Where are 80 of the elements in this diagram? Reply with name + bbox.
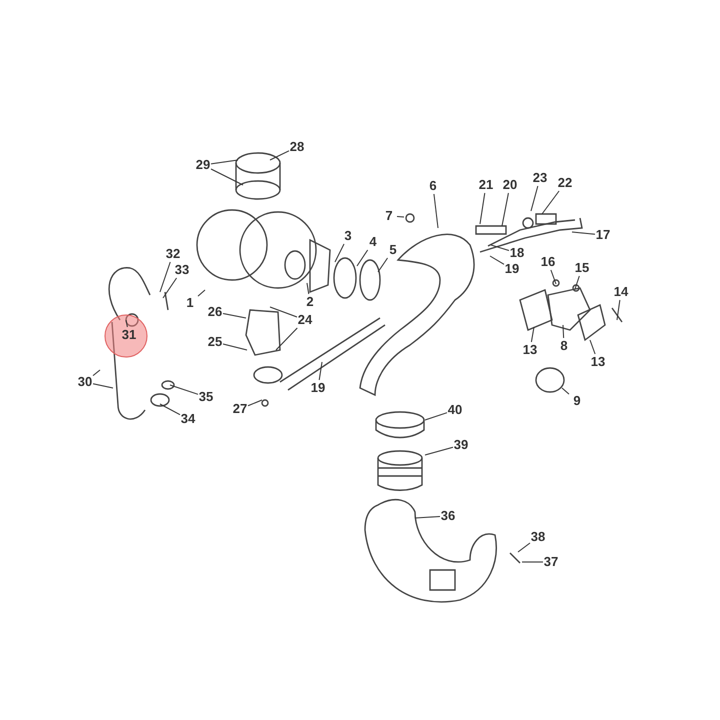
leader-line: [170, 384, 198, 395]
leader-line: [126, 320, 128, 328]
leader-line: [248, 400, 262, 406]
leader-line: [424, 412, 448, 420]
leader-line: [222, 344, 248, 350]
callout-number: 33: [174, 263, 190, 277]
leader-line: [550, 270, 556, 284]
callout-number: 21: [478, 178, 494, 192]
callout-number: 26: [208, 305, 222, 319]
leader-line: [414, 516, 440, 518]
callout-number: 32: [166, 247, 180, 261]
leader-line: [502, 192, 509, 226]
leader-line: [490, 244, 510, 252]
callout-number: 13: [522, 343, 538, 357]
leader-line: [574, 276, 580, 290]
leader-line: [270, 306, 298, 318]
leader-line: [562, 324, 564, 338]
callout-number: 16: [540, 255, 556, 269]
callout-number: 40: [448, 403, 462, 417]
callout-number: 14: [614, 285, 628, 299]
callout-number: 5: [389, 243, 397, 257]
leader-line: [396, 216, 404, 218]
leader-line: [616, 300, 620, 320]
leader-line: [480, 192, 486, 224]
leader-line: [160, 262, 171, 292]
leader-line: [530, 326, 534, 342]
callout-number: 7: [385, 209, 393, 223]
callout-number: 25: [208, 335, 222, 349]
leader-line: [160, 404, 180, 416]
callout-number: 20: [502, 178, 518, 192]
callout-number: 29: [196, 158, 210, 172]
callout-number: 2: [306, 295, 314, 309]
callout-number: 28: [290, 140, 304, 154]
callout-number: 9: [573, 394, 581, 408]
callout-number: 31: [122, 328, 136, 342]
callout-number: 27: [232, 402, 248, 416]
leader-line: [210, 160, 238, 164]
callout-number: 36: [440, 509, 456, 523]
leader-line: [356, 250, 368, 266]
leader-line: [530, 186, 538, 212]
callout-number: 22: [558, 176, 572, 190]
leader-line: [162, 278, 178, 298]
leader-line: [306, 282, 310, 294]
callout-number: 24: [298, 313, 312, 327]
leader-line: [198, 290, 206, 297]
callout-number: 15: [574, 261, 590, 275]
callout-number: 4: [369, 235, 377, 249]
leader-line: [490, 256, 504, 265]
leader-line: [433, 194, 438, 228]
callout-number: 23: [532, 171, 548, 185]
callout-number: 19: [504, 262, 520, 276]
leader-line: [572, 232, 596, 235]
callout-number: 30: [78, 375, 92, 389]
leader-line: [378, 258, 388, 272]
leader-line: [542, 190, 560, 214]
callout-number: 34: [180, 412, 196, 426]
leader-line: [270, 150, 290, 160]
leader-line: [424, 446, 454, 456]
callout-number: 1: [186, 296, 194, 310]
leader-line: [590, 340, 596, 354]
callout-number: 17: [596, 228, 610, 242]
leader-line: [92, 370, 100, 376]
leader-line: [518, 542, 530, 552]
leader-line: [318, 362, 322, 380]
callout-number: 8: [560, 339, 568, 353]
callout-number: 37: [544, 555, 558, 569]
leader-line: [276, 328, 298, 350]
callout-number: 39: [454, 438, 468, 452]
callout-number: 35: [198, 390, 214, 404]
leader-line: [334, 244, 344, 262]
leader-line: [222, 313, 246, 318]
callout-number: 13: [590, 355, 606, 369]
leader-line: [562, 388, 570, 395]
leader-line: [210, 168, 244, 186]
callout-number: 38: [530, 530, 546, 544]
leader-line: [92, 383, 114, 388]
callout-number: 18: [510, 246, 524, 260]
callout-number: 6: [429, 179, 437, 193]
callout-number: 19: [310, 381, 326, 395]
callout-number: 3: [344, 229, 352, 243]
